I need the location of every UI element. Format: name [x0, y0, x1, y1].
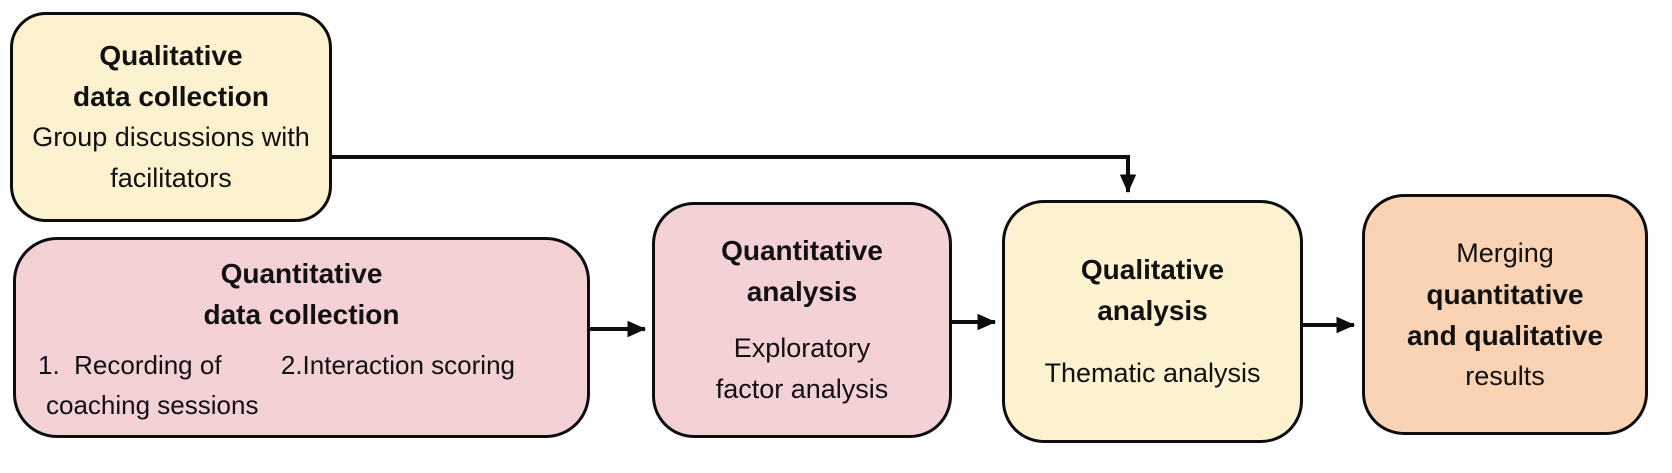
node-title-line: Quantitative	[220, 258, 383, 289]
node-title-line: and qualitative	[1406, 319, 1604, 351]
node-merging-results: Merging quantitative and qualitative res…	[1362, 194, 1648, 435]
node-body-line: Merging	[1456, 237, 1554, 268]
elbow-connector-qualitative-to-analysis	[332, 155, 1137, 194]
node-list-row: 1. Recording of 2.Interaction scoring	[16, 345, 587, 385]
node-body-line: factor analysis	[715, 374, 889, 404]
node-quantitative-data-collection: Quantitative data collection 1. Recordin…	[13, 237, 590, 438]
node-title-line: quantitative	[1426, 278, 1584, 310]
node-body-line: Group discussions with	[32, 122, 310, 152]
list-item-2-text: 2.Interaction scoring	[280, 350, 515, 380]
node-title-line: Qualitative	[99, 40, 243, 71]
node-title-line: Qualitative	[1080, 254, 1225, 285]
node-qualitative-data-collection: Qualitative data collection Group discus…	[10, 12, 332, 222]
node-body-line: Exploratory	[733, 333, 871, 363]
node-qualitative-analysis: Qualitative analysis Thematic analysis	[1002, 200, 1303, 443]
node-title-line: analysis	[746, 276, 858, 307]
list-item-1-text: 1. Recording of	[38, 350, 222, 380]
node-body-line: results	[1465, 360, 1545, 391]
node-quantitative-analysis: Quantitative analysis Exploratory factor…	[652, 202, 952, 438]
list-item-1-continuation: coaching sessions	[46, 390, 259, 420]
node-title-line: Quantitative	[721, 235, 883, 266]
node-body-line: Thematic analysis	[1044, 358, 1261, 388]
node-title-line: data collection	[72, 81, 270, 112]
node-body-line: facilitators	[110, 163, 232, 193]
node-title-line: analysis	[1097, 295, 1208, 326]
node-title-line: data collection	[203, 299, 400, 330]
